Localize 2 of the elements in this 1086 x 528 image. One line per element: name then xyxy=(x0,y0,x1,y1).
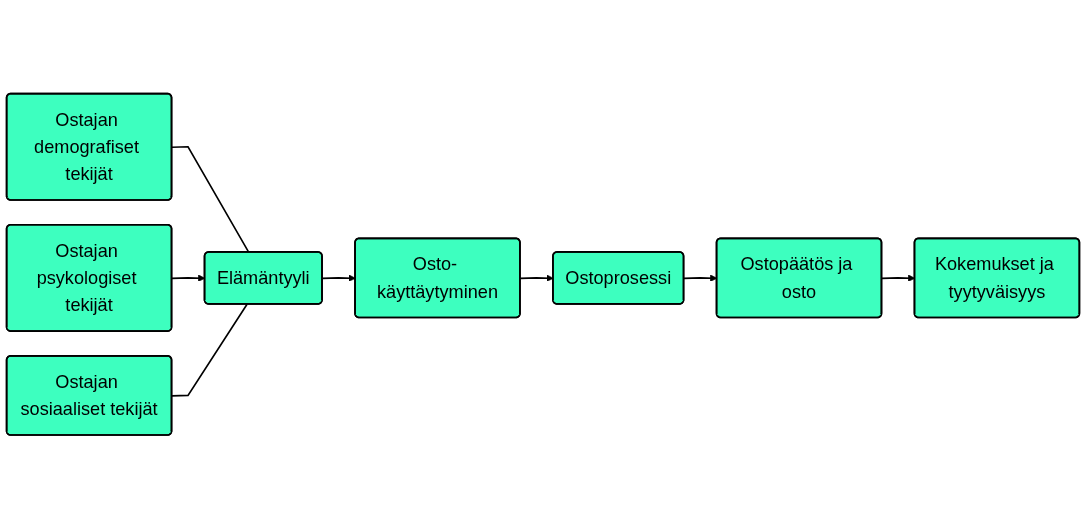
connector xyxy=(171,303,248,397)
connector xyxy=(171,145,250,253)
